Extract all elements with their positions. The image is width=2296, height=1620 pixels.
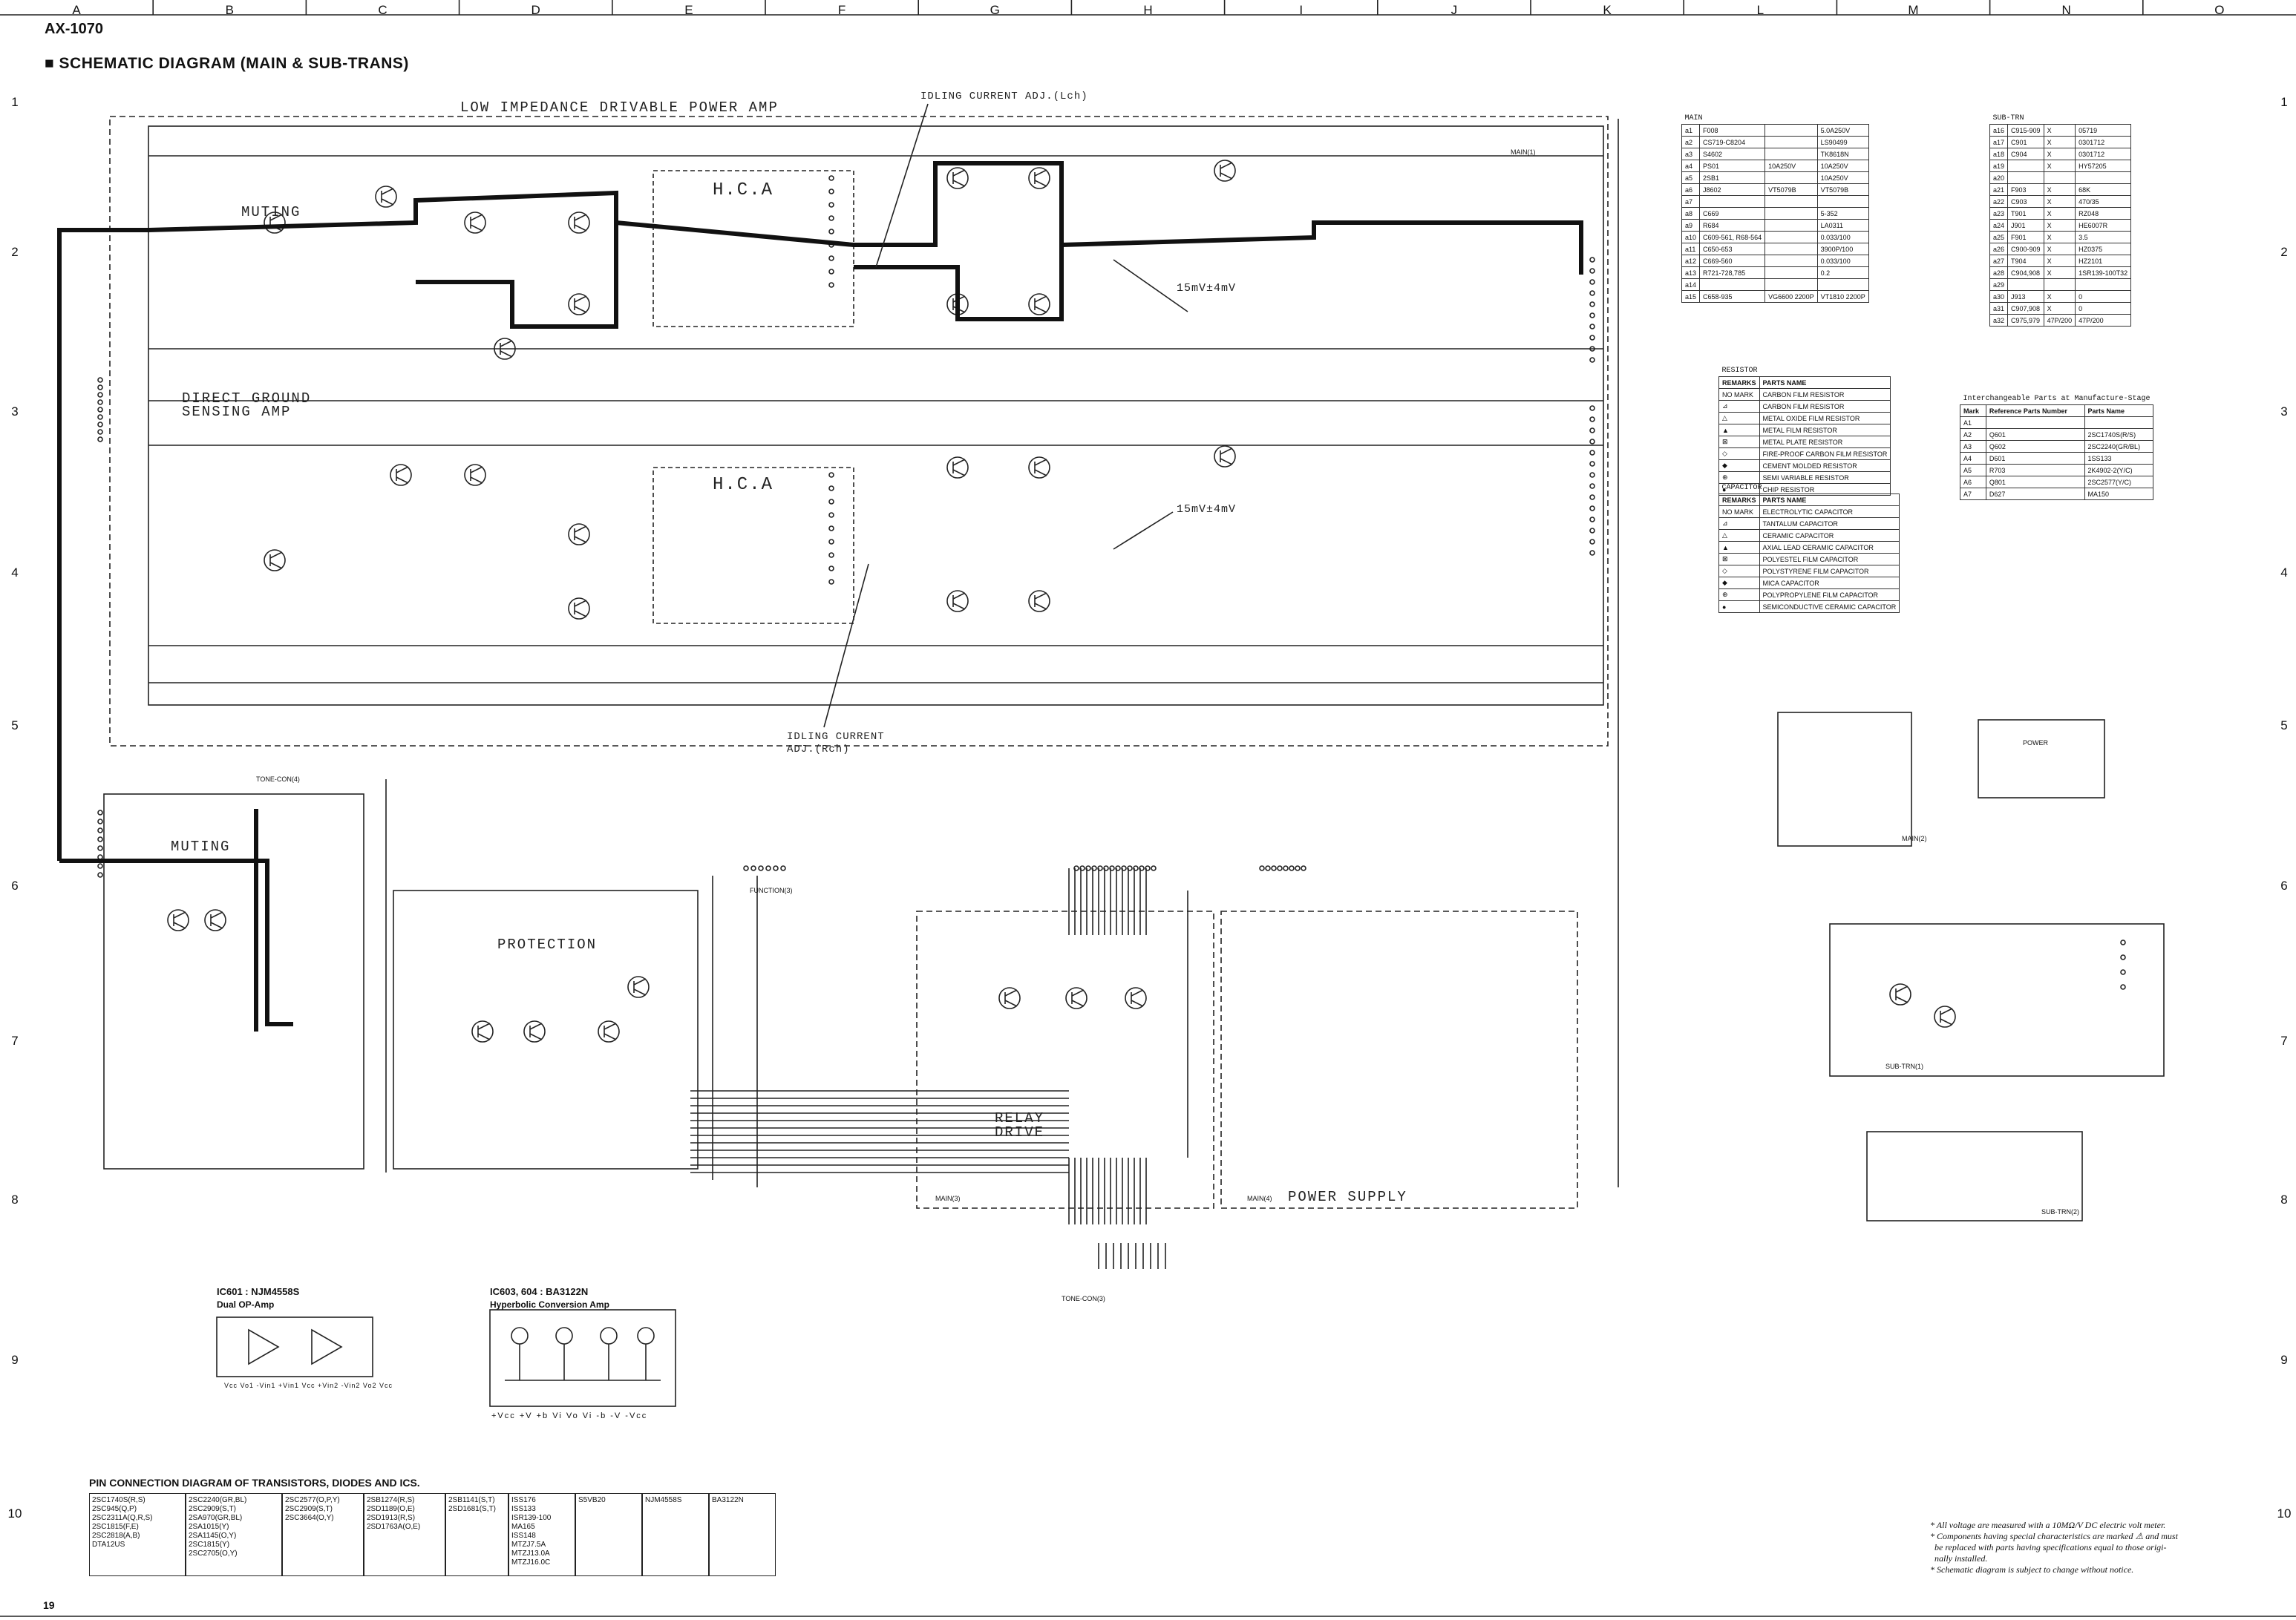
footnotes: * All voltage are measured with a 10MΩ/V… [1930, 1520, 2178, 1575]
power-supply-label: POWER SUPPLY [1288, 1189, 1407, 1205]
idling-current-lch-label: IDLING CURRENT ADJ.(Lch) [920, 91, 1088, 102]
ic601-subtitle: Dual OP-Amp [217, 1299, 275, 1310]
row-label: 4 [11, 565, 19, 580]
column-label: E [684, 3, 693, 17]
ic601-title: IC601 : NJM4558S [217, 1286, 300, 1297]
footnote-line: * Components having special characterist… [1930, 1531, 2178, 1541]
pin-connection-cell: 2SB1274(R,S) 2SD1189(O,E) 2SD1913(R,S) 2… [364, 1493, 445, 1576]
row-label: 10 [7, 1506, 22, 1521]
model-number: AX-1070 [45, 21, 103, 37]
row-label: 2 [11, 245, 19, 259]
protection-label: PROTECTION [497, 937, 598, 953]
row-label: 10 [2277, 1506, 2292, 1521]
column-label: K [1603, 3, 1612, 17]
sub-trn2-label: SUB-TRN(2) [2041, 1208, 2079, 1216]
hca-bottom-label: H.C.A [713, 475, 774, 495]
footnote-line: be replaced with parts having specificat… [1930, 1542, 2167, 1552]
pin-connection-cell: S5VB20 [575, 1493, 642, 1576]
column-label: A [72, 3, 81, 17]
ic603-title: IC603, 604 : BA3122N [490, 1286, 589, 1297]
column-label: N [2061, 3, 2071, 17]
column-label: D [531, 3, 540, 17]
column-label: L [1756, 3, 1764, 17]
idling-current-rch-label: IDLING CURRENT ADJ.(Rch) [787, 731, 885, 755]
row-label: 5 [2280, 718, 2288, 732]
main1-label: MAIN(1) [1511, 148, 1536, 156]
row-label: 9 [11, 1353, 19, 1367]
page-title: ■ SCHEMATIC DIAGRAM (MAIN & SUB-TRANS) [45, 55, 409, 72]
column-label: J [1450, 3, 1458, 17]
muting-bottom-label: MUTING [171, 839, 231, 855]
column-label: C [378, 3, 387, 17]
column-label: I [1299, 3, 1304, 17]
ic603-subtitle: Hyperbolic Conversion Amp [490, 1299, 609, 1310]
ic603-pins: +Vcc +V +b Vi Vo Vi -b -V -Vcc [491, 1411, 648, 1420]
function3-label: FUNCTION(3) [750, 887, 793, 894]
footnote-line: * All voltage are measured with a 10MΩ/V… [1930, 1520, 2166, 1530]
row-label: 8 [11, 1193, 19, 1207]
hca-top-label: H.C.A [713, 180, 774, 200]
power-switch-label: POWER [2023, 739, 2049, 747]
main4-label: MAIN(4) [1247, 1195, 1272, 1202]
column-label: G [990, 3, 1000, 17]
footnote-line: nally installed. [1930, 1553, 1988, 1564]
row-label: 1 [2280, 95, 2288, 109]
power-amp-label: LOW IMPEDANCE DRIVABLE POWER AMP [460, 99, 779, 116]
row-label: 2 [2280, 245, 2288, 259]
muting-top-label: MUTING [241, 204, 301, 220]
row-label: 3 [2280, 404, 2288, 419]
column-label: B [225, 3, 234, 17]
voltage-rch-label: 15mV±4mV [1177, 503, 1237, 516]
direct-ground-sensing-label: DIRECT GROUND SENSING AMP [182, 390, 312, 420]
main2-label: MAIN(2) [1902, 835, 1927, 842]
row-label: 7 [11, 1034, 19, 1048]
column-label: H [1143, 3, 1153, 17]
column-label: O [2214, 3, 2225, 17]
pin-connection-cell: 2SB1141(S,T) 2SD1681(S,T) [445, 1493, 508, 1576]
pin-connection-cell: 2SC1740S(R,S) 2SC945(Q,P) 2SC2311A(Q,R,S… [89, 1493, 186, 1576]
pin-connection-cell: BA3122N [709, 1493, 776, 1576]
row-label: 6 [2280, 879, 2288, 893]
tone-con4-label: TONE-CON(4) [256, 775, 300, 783]
relay-drive-label: RELAY DRIVE [995, 1110, 1045, 1141]
pin-connection-cell: 2SC2240(GR,BL) 2SC2909(S,T) 2SA970(GR,BL… [186, 1493, 282, 1576]
column-label: M [1908, 3, 1919, 17]
row-label: 9 [2280, 1353, 2288, 1367]
row-label: 8 [2280, 1193, 2288, 1207]
row-label: 4 [2280, 565, 2288, 580]
footnote-line: * Schematic diagram is subject to change… [1930, 1564, 2134, 1575]
row-label: 6 [11, 879, 19, 893]
voltage-lch-label: 15mV±4mV [1177, 282, 1237, 295]
interchangeable-parts-table: Interchangeable Parts at Manufacture-Sta… [1960, 393, 2154, 500]
row-label: 1 [11, 95, 19, 109]
main3-label: MAIN(3) [935, 1195, 961, 1202]
sub-trn1-label: SUB-TRN(1) [1885, 1063, 1923, 1070]
tone-con3-label: TONE-CON(3) [1062, 1295, 1105, 1302]
page-number: 19 [43, 1599, 55, 1611]
pin-connection-cell: 2SC2577(O,P,Y) 2SC2909(S,T) 2SC3664(O,Y) [282, 1493, 364, 1576]
ic601-pins: Vcc Vo1 -Vin1 +Vin1 Vcc +Vin2 -Vin2 Vo2 … [224, 1382, 393, 1389]
column-label: F [837, 3, 846, 17]
pin-connection-cell: ISS176 ISS133 ISR139-100 MA165 ISS148 MT… [508, 1493, 575, 1576]
pin-connection-cell: NJM4558S [642, 1493, 709, 1576]
row-label: 5 [11, 718, 19, 732]
pin-connection-title: PIN CONNECTION DIAGRAM OF TRANSISTORS, D… [89, 1477, 420, 1489]
row-label: 7 [2280, 1034, 2288, 1048]
row-label: 3 [11, 404, 19, 419]
